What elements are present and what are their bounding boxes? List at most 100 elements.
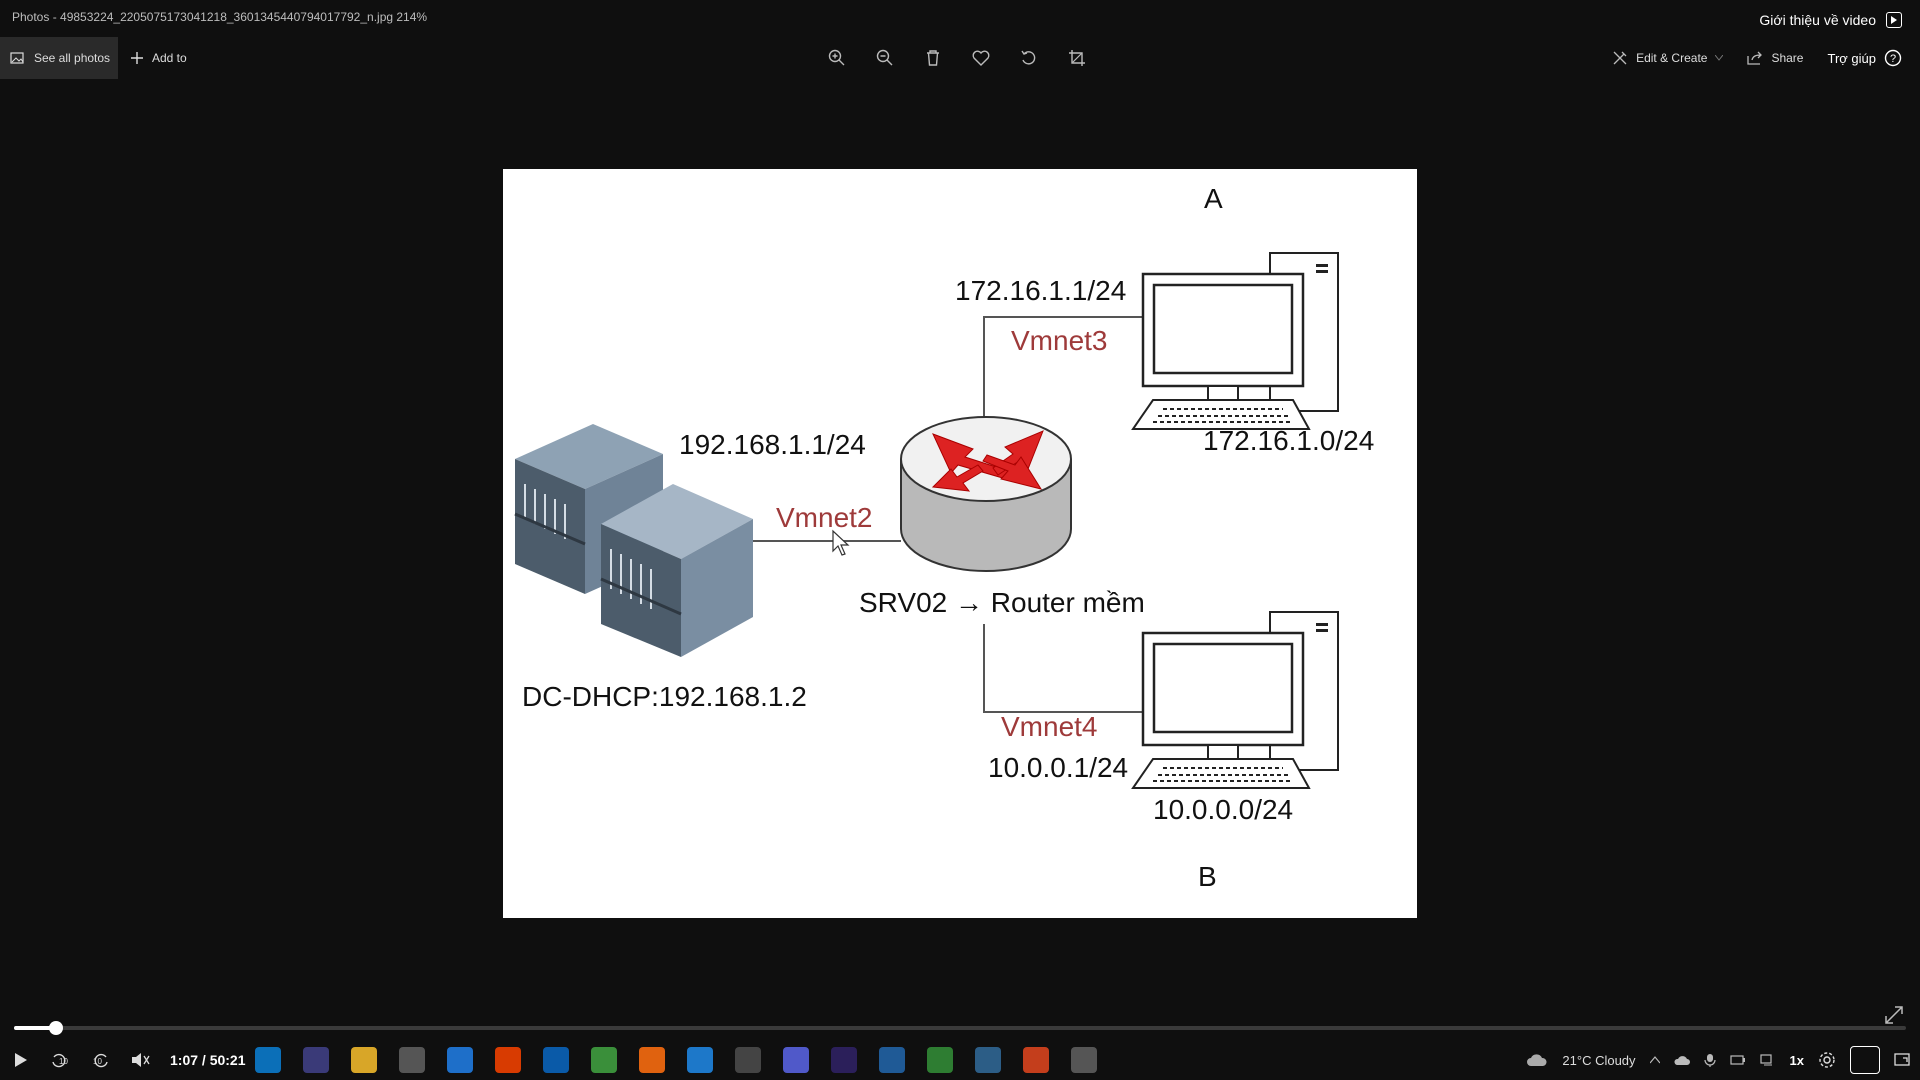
computer-a-icon	[1131, 252, 1339, 430]
video-intro-label: Giới thiệu về video	[1759, 12, 1876, 28]
store-icon[interactable]	[399, 1047, 425, 1073]
cast-icon[interactable]	[1894, 1052, 1910, 1068]
file-explorer-icon[interactable]	[351, 1047, 377, 1073]
svg-text:?: ?	[1890, 53, 1896, 65]
video-progress-bar[interactable]	[14, 1021, 1906, 1035]
zoom-out-button[interactable]	[873, 46, 897, 70]
cloud-icon	[1527, 1054, 1547, 1066]
rotate-icon	[1021, 50, 1036, 65]
time-display: 1:07 / 50:21	[170, 1052, 246, 1068]
terminal-icon[interactable]	[1071, 1047, 1097, 1073]
video-intro-button[interactable]: Giới thiệu về video	[1759, 12, 1902, 28]
rewind-10-icon[interactable]: 10	[50, 1051, 70, 1069]
toolbar: See all photos Add to Edit & Create	[0, 37, 1920, 79]
heart-icon	[972, 50, 990, 66]
edit-create-label: Edit & Create	[1636, 51, 1708, 65]
link-line-vmnet3	[983, 316, 1143, 459]
share-button[interactable]: Share	[1747, 51, 1803, 65]
playback-speed[interactable]: 1x	[1789, 1052, 1804, 1068]
help-label: Trợ giúp	[1827, 50, 1876, 66]
server-rack-icon	[514, 424, 753, 657]
settings-icon[interactable]	[1818, 1051, 1836, 1069]
svg-text:10: 10	[93, 1057, 102, 1066]
camtasia-icon[interactable]	[927, 1047, 953, 1073]
bottom-net-label: 10.0.0.0/24	[1153, 794, 1294, 825]
fullscreen-icon[interactable]	[1884, 1005, 1904, 1025]
see-all-photos-label: See all photos	[34, 51, 111, 65]
volume-icon[interactable]	[130, 1051, 150, 1069]
crop-icon	[1069, 50, 1085, 66]
favorite-button[interactable]	[969, 46, 993, 70]
play-pause-icon[interactable]	[12, 1051, 30, 1069]
vmnet2-label: Vmnet2	[776, 502, 873, 533]
computer-b-icon	[1131, 611, 1339, 789]
edge-icon[interactable]	[255, 1047, 281, 1073]
forward-10-icon[interactable]: 10	[90, 1051, 110, 1069]
progress-fill	[14, 1026, 56, 1030]
office-icon[interactable]	[495, 1047, 521, 1073]
edit-create-button[interactable]: Edit & Create	[1612, 50, 1724, 66]
audition-icon[interactable]	[831, 1047, 857, 1073]
progress-thumb[interactable]	[48, 1021, 63, 1035]
photos-icon[interactable]	[879, 1047, 905, 1073]
network-icon[interactable]	[735, 1047, 761, 1073]
mail-icon[interactable]	[447, 1047, 473, 1073]
chevron-up-icon[interactable]	[1649, 1056, 1660, 1064]
svg-text:10: 10	[59, 1057, 68, 1066]
weather-label: 21°C Cloudy	[1562, 1052, 1636, 1068]
help-icon: ?	[1884, 49, 1902, 67]
help-button[interactable]: Trợ giúp ?	[1827, 49, 1902, 67]
network-status-icon[interactable]	[1759, 1053, 1776, 1067]
diagram-graphics	[514, 252, 1339, 789]
right-tools: Edit & Create Share Trợ giúp ?	[1612, 37, 1902, 79]
window-title: Photos - 49853224_2205075173041218_36013…	[12, 10, 428, 24]
powerpoint-icon[interactable]	[1023, 1047, 1049, 1073]
zoom-in-button[interactable]	[825, 46, 849, 70]
cortana-icon[interactable]	[303, 1047, 329, 1073]
firefox-icon[interactable]	[639, 1047, 665, 1073]
crop-button[interactable]	[1065, 46, 1089, 70]
taskbar: 10 10 1:07 / 50:21 21°C Cloudy 1x	[0, 1040, 1920, 1080]
bottom-ip-label: 10.0.0.1/24	[988, 752, 1129, 783]
top-ip-label: 172.16.1.1/24	[955, 275, 1127, 306]
miniplayer-button[interactable]	[1850, 1046, 1880, 1074]
add-to-button[interactable]: Add to	[130, 37, 187, 79]
play-icon	[1886, 12, 1902, 28]
chrome-icon[interactable]	[591, 1047, 617, 1073]
node-a-label: A	[1204, 183, 1223, 214]
vmnet4-label: Vmnet4	[1001, 711, 1098, 742]
top-net-label: 172.16.1.0/24	[1203, 425, 1375, 456]
server-label: DC-DHCP:192.168.1.2	[522, 681, 807, 712]
link-line-vmnet4	[983, 624, 1143, 713]
system-tray: 21°C Cloudy 1x	[1526, 1040, 1910, 1080]
router-label: SRV02 → Router mềm	[859, 587, 1145, 618]
teams-icon[interactable]	[783, 1047, 809, 1073]
chevron-down-icon	[1715, 55, 1724, 61]
node-b-label: B	[1198, 861, 1217, 892]
see-all-photos-button[interactable]: See all photos	[0, 37, 118, 79]
monitor-icon[interactable]	[975, 1047, 1001, 1073]
taskbar-apps	[255, 1040, 1097, 1080]
rotate-button[interactable]	[1017, 46, 1041, 70]
share-icon	[1747, 51, 1763, 65]
link-ip-label: 192.168.1.1/24	[679, 429, 866, 460]
delete-button[interactable]	[921, 46, 945, 70]
share-label: Share	[1771, 51, 1804, 65]
onedrive-icon[interactable]	[1673, 1054, 1690, 1066]
copy-icon[interactable]	[687, 1047, 713, 1073]
router-icon	[900, 416, 1072, 572]
photo-icon	[10, 52, 24, 64]
microphone-icon[interactable]	[1703, 1053, 1716, 1067]
vmnet3-label: Vmnet3	[1011, 325, 1108, 356]
zoom-out-icon	[876, 49, 893, 66]
trash-icon	[927, 50, 939, 66]
zoom-in-icon	[828, 49, 845, 66]
plus-icon	[131, 52, 143, 64]
add-to-label: Add to	[152, 51, 187, 65]
image-tools	[825, 37, 1089, 79]
mouse-cursor-icon	[832, 529, 850, 556]
photo-canvas: A 172.16.1.1/24 Vmnet3 172.16.1.0/24 192…	[503, 169, 1417, 918]
edit-icon	[1613, 51, 1627, 65]
battery-icon[interactable]	[1729, 1054, 1746, 1066]
outlook-icon[interactable]	[543, 1047, 569, 1073]
